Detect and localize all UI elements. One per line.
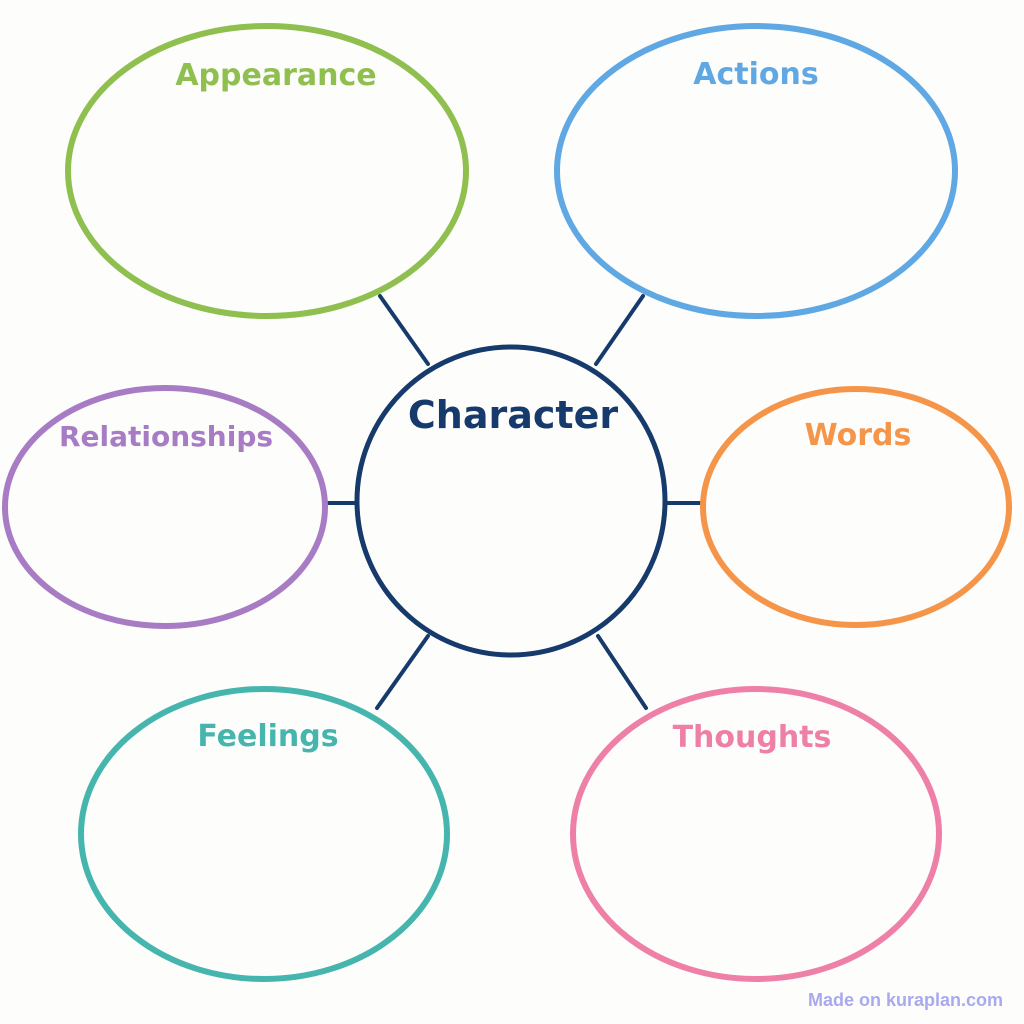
connector-appearance: [378, 294, 430, 366]
connectors: [325, 294, 702, 710]
words-oval: [700, 386, 1012, 628]
actions-label: Actions: [693, 57, 818, 92]
node-actions[interactable]: Actions: [554, 23, 958, 319]
connector-feelings: [375, 634, 430, 710]
node-relationships[interactable]: Relationships: [2, 385, 328, 629]
appearance-oval: [65, 23, 469, 319]
thoughts-oval: [570, 686, 942, 982]
words-label: Words: [805, 418, 912, 453]
thoughts-label: Thoughts: [673, 720, 832, 755]
center-label: Character: [408, 393, 618, 437]
feelings-label: Feelings: [197, 719, 338, 754]
relationships-label: Relationships: [59, 420, 273, 453]
feelings-oval: [78, 686, 450, 982]
node-appearance[interactable]: Appearance: [65, 23, 469, 319]
node-words[interactable]: Words: [700, 386, 1012, 628]
node-center[interactable]: Character: [354, 344, 668, 658]
connector-thoughts: [596, 634, 648, 710]
actions-oval: [554, 23, 958, 319]
watermark: Made on kuraplan.com: [808, 990, 1003, 1010]
node-thoughts[interactable]: Thoughts: [570, 686, 942, 982]
appearance-label: Appearance: [175, 58, 376, 93]
connector-actions: [594, 294, 645, 366]
relationships-oval: [2, 385, 328, 629]
center-circle: [354, 344, 668, 658]
node-feelings[interactable]: Feelings: [78, 686, 450, 982]
